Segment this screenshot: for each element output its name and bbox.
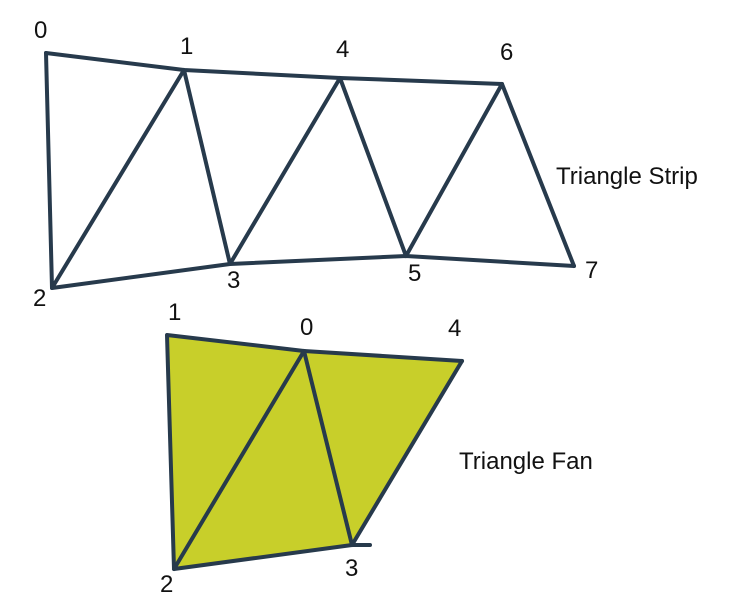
fan-top-edge <box>302 349 464 363</box>
triangle-fan <box>165 333 464 571</box>
triangle-strip <box>44 51 576 290</box>
fan-vertex-4: 4 <box>448 315 461 342</box>
fan-spoke-0-2 <box>172 349 306 571</box>
strip-vertex-4: 4 <box>336 36 349 63</box>
fan-vertex-0: 0 <box>300 314 313 341</box>
fan-right-edge <box>350 359 464 547</box>
strip-vertex-1: 1 <box>180 33 193 60</box>
strip-title: Triangle Strip <box>556 163 698 190</box>
strip-bottom-edge <box>50 254 576 290</box>
strip-vertex-2: 2 <box>33 285 46 312</box>
strip-vertex-0: 0 <box>34 17 47 44</box>
strip-top-edge <box>44 51 504 86</box>
strip-vertex-7: 7 <box>585 257 598 284</box>
strip-vertex-5: 5 <box>408 260 421 287</box>
fan-fill <box>167 335 462 569</box>
strip-vertex-6: 6 <box>500 39 513 66</box>
fan-vertex-3: 3 <box>345 555 358 582</box>
strip-vertex-3: 3 <box>227 267 240 294</box>
fan-vertex-1: 1 <box>168 299 181 326</box>
fan-title: Triangle Fan <box>459 448 593 475</box>
fan-vertex-2: 2 <box>160 571 173 598</box>
fan-spoke-0-3 <box>302 349 354 547</box>
strip-zigzag-edges <box>44 51 576 290</box>
